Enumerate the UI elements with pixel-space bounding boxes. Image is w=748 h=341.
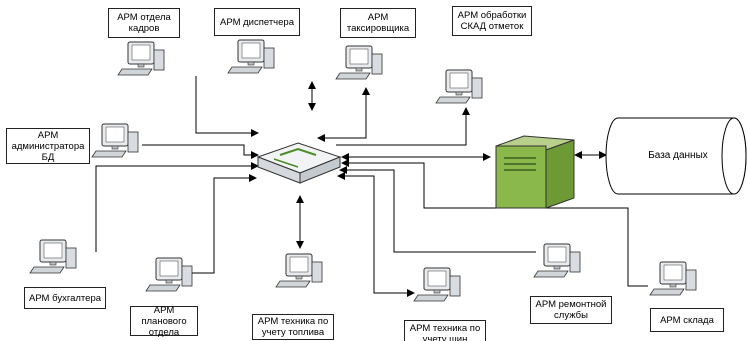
pc-planning-icon: [145, 257, 193, 292]
label-skad: АРМ обработки СКАД отметок: [452, 6, 532, 36]
database-label: База данных: [648, 150, 708, 161]
label-taxi: АРМ таксировщика: [340, 8, 416, 38]
link-dba: [142, 144, 259, 159]
label-hr: АРМ отдела кадров: [108, 8, 180, 38]
link-taxi: [317, 87, 370, 142]
label-dba: АРМ администратора БД: [6, 128, 90, 164]
link-repair: [339, 166, 536, 253]
pc-repair-icon: [533, 243, 581, 278]
label-fuel: АРМ техника по учету топлива: [252, 314, 334, 340]
pc-hr-icon: [117, 41, 165, 76]
pc-accountant-icon: [29, 239, 77, 274]
pc-fuel-icon: [275, 253, 323, 288]
pc-dispatcher-icon: [227, 39, 275, 74]
pc-dba-icon: [91, 123, 139, 158]
pc-taxi-icon: [335, 45, 383, 80]
label-planning: АРМ планового отдела: [130, 305, 198, 338]
link-skad: [336, 107, 470, 146]
link-tires: [337, 172, 415, 297]
label-tires: АРМ техника по учету шин: [404, 320, 486, 341]
database-cylinder: [605, 117, 747, 195]
pc-warehouse-icon: [649, 261, 697, 296]
link-warehouse: [341, 159, 648, 287]
label-accountant: АРМ бухгалтера: [24, 287, 106, 309]
pc-tires-icon: [413, 267, 461, 302]
link-hr: [195, 76, 259, 137]
server: [495, 135, 575, 209]
pc-skad-icon: [435, 69, 483, 104]
link-accountant: [95, 162, 259, 252]
label-warehouse: АРМ склада: [650, 308, 724, 332]
label-dispatcher: АРМ диспетчера: [214, 8, 300, 36]
network-switch: [256, 142, 342, 184]
link-planning: [186, 174, 257, 274]
label-repair: АРМ ремонтной службы: [530, 296, 612, 324]
